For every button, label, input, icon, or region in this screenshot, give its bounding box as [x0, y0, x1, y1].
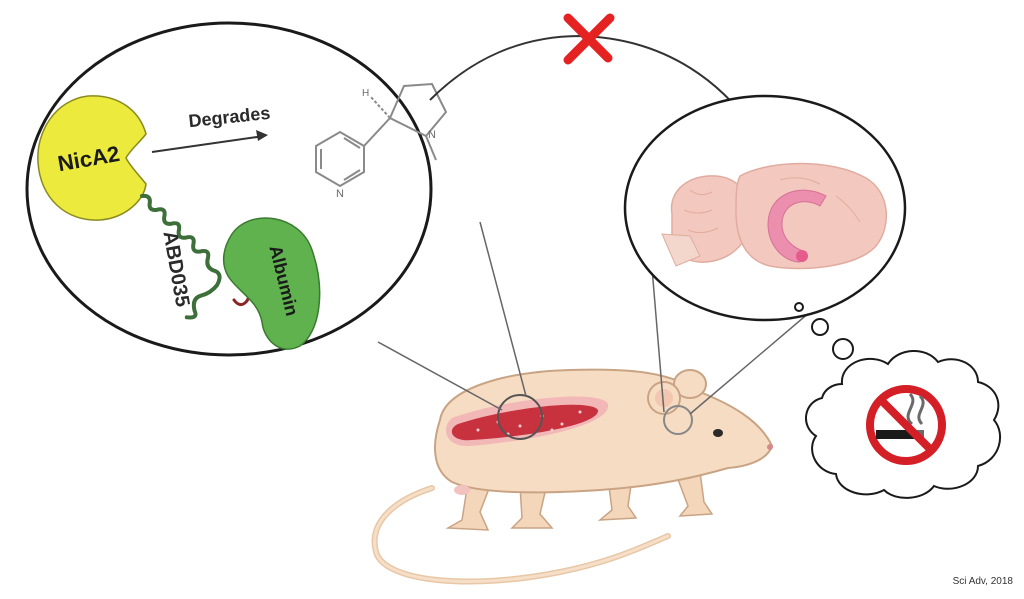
nicotine-molecule-icon: [315, 82, 448, 188]
no-smoking-icon: [866, 385, 946, 465]
mouse-body: [434, 368, 774, 494]
brain-zoom-circle: [663, 405, 693, 435]
enzyme-nica2: [37, 95, 147, 221]
linker-helix: [140, 193, 222, 320]
zoom-connectors: [377, 221, 811, 415]
bloodstream-zoom-circle: [497, 394, 543, 440]
source-caption: Sci Adv, 2018: [952, 576, 1013, 587]
mouse-ear-back: [673, 369, 707, 399]
bloodstream-panel: NicA2 Degrades N N H ABD035: [25, 21, 448, 357]
svg-text:H: H: [362, 88, 369, 99]
mouse-nose: [767, 444, 773, 450]
svg-text:N: N: [428, 129, 436, 141]
svg-text:N: N: [336, 188, 344, 200]
mouse-eye: [713, 429, 723, 437]
brain-icon: [661, 162, 888, 270]
brain-panel: [623, 94, 907, 322]
albumin: [222, 217, 321, 350]
thought-bubbles: [794, 302, 854, 360]
blood-vessel: [446, 396, 609, 447]
block-x-icon: [563, 13, 615, 65]
mouse-icon: [371, 368, 774, 585]
reward-area: [767, 189, 827, 263]
degrades-arrow: [151, 135, 265, 153]
